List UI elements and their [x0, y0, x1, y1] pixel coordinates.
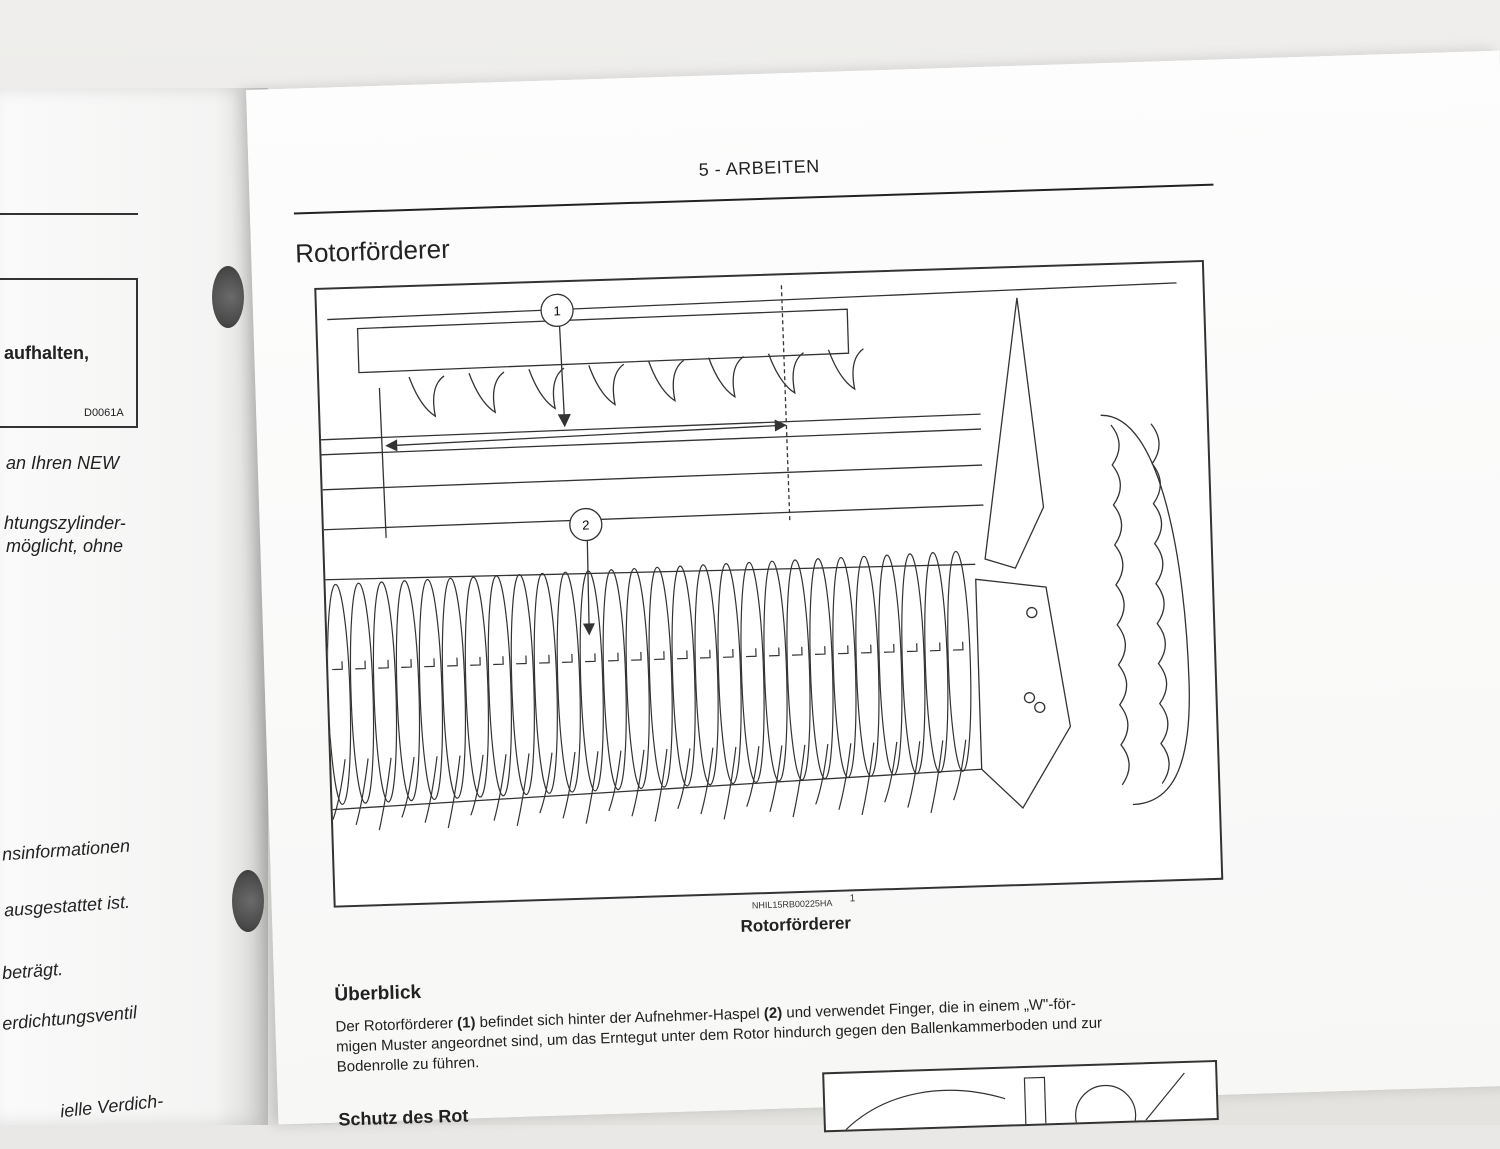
figure-caption: Rotorförderer — [740, 913, 852, 936]
rotor-figure: 1 2 — [314, 259, 1224, 908]
svg-text:1: 1 — [553, 303, 561, 318]
left-text-line: möglicht, ohne — [6, 536, 124, 556]
callout-ref-2: (2) — [763, 1004, 783, 1023]
header-rule — [293, 183, 1214, 215]
left-text-line: ielle Verdich- — [59, 1090, 165, 1122]
left-page: aufhalten, D0061A an Ihren NEW htungszyl… — [0, 88, 268, 1125]
left-text-line: an Ihren NEW — [6, 453, 120, 473]
secondary-illustration — [845, 1072, 1185, 1133]
left-text-line: beträgt. — [1, 958, 64, 984]
left-text-line: ausgestattet ist. — [3, 891, 131, 921]
section-title: Rotorförderer — [294, 233, 451, 269]
callout-2: 2 — [569, 507, 603, 636]
left-faint-line — [10, 483, 14, 499]
left-text-line: htungszylinder- — [4, 513, 126, 533]
binder-hole-top — [212, 266, 244, 328]
binder-hole-bottom — [232, 870, 264, 932]
figure-number: 1 — [849, 893, 856, 905]
subsection-heading: Überblick — [334, 981, 422, 1006]
left-code: D0061A — [84, 407, 124, 419]
svg-text:2: 2 — [582, 517, 590, 532]
subsection-heading-2: Schutz des Rot — [338, 1105, 469, 1130]
body-text-segment: Der Rotorförderer — [335, 1014, 454, 1036]
secondary-figure — [822, 1059, 1219, 1133]
left-text-line: nsinformationen — [1, 835, 131, 865]
left-page-rule — [0, 213, 138, 215]
left-text-line: erdichtungsventil — [1, 1002, 138, 1034]
rotor-illustration: 1 2 — [320, 282, 1190, 831]
right-page: 5 - ARBEITEN Rotorförderer — [246, 50, 1500, 1133]
chapter-header: 5 - ARBEITEN — [698, 156, 821, 180]
left-text-line: aufhalten, — [4, 343, 90, 363]
callout-ref-1: (1) — [456, 1014, 476, 1032]
figure-code: NHIL15RB00225HA — [751, 897, 833, 911]
callout-1: 1 — [385, 293, 787, 452]
warning-box — [0, 278, 138, 428]
